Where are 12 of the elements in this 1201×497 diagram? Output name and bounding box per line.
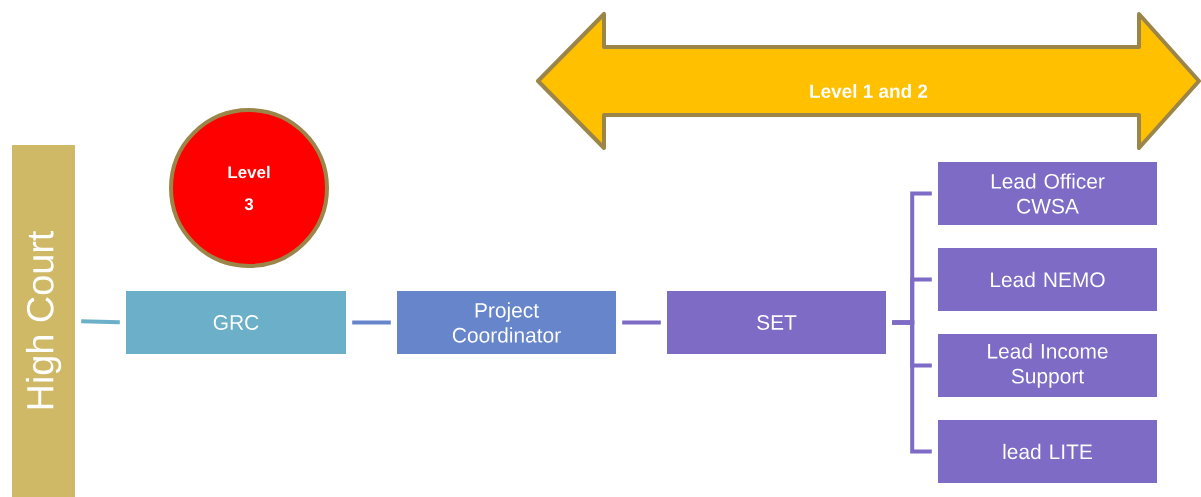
role-box: lead LITE: [938, 420, 1157, 483]
role-box: SET: [667, 291, 886, 354]
role-box: Lead Officer CWSA: [938, 162, 1157, 225]
connector-line: [892, 320, 932, 454]
role-box: GRC: [126, 291, 346, 354]
role-box: Project Coordinator: [397, 291, 616, 354]
role-box: Lead NEMO: [938, 248, 1157, 311]
connector-line: [81, 319, 120, 325]
connector-line: [352, 320, 391, 325]
vertical-bar: High Court: [12, 145, 75, 497]
connector-line: [622, 320, 661, 325]
role-box: Lead Income Support: [938, 334, 1157, 397]
